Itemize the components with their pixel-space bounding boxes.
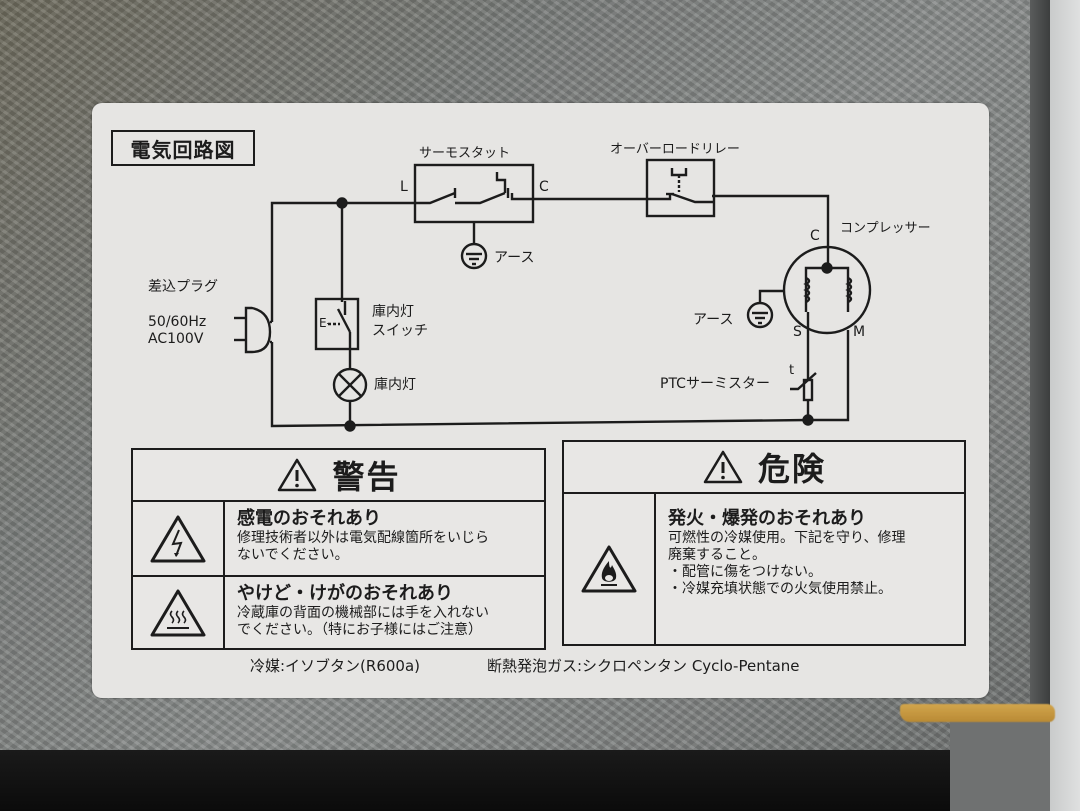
overload-relay-box bbox=[645, 158, 716, 218]
danger-item-body: 可燃性の冷媒使用。下記を守り、修理 bbox=[668, 530, 906, 546]
thermostat-label: サーモスタット bbox=[419, 146, 511, 161]
compressor-ground-label: アース bbox=[693, 312, 734, 328]
warning-panel: 警告 感電のおそれあり 修理技術者以外は電気配線箇所をいじら ないでください。 bbox=[131, 448, 546, 650]
ptc-symbol: t bbox=[789, 363, 795, 378]
lamp-switch-label-2: スイッチ bbox=[372, 323, 428, 339]
thermostat-box bbox=[413, 163, 535, 224]
lamp-label: 庫内灯 bbox=[374, 377, 416, 393]
plug-voltage: AC100V bbox=[148, 331, 204, 347]
icon-cell bbox=[564, 494, 656, 644]
warning-item-body: 修理技術者以外は電気配線箇所をいじら bbox=[237, 530, 489, 546]
compressor-terminal-c: C bbox=[810, 228, 820, 244]
panel-edge bbox=[1030, 0, 1050, 760]
warning-item-title: 感電のおそれあり bbox=[237, 508, 381, 529]
warning-title: 警告 bbox=[332, 458, 401, 496]
electric-shock-icon bbox=[150, 515, 206, 562]
danger-title: 危険 bbox=[757, 450, 826, 488]
thermostat-ground-label: アース bbox=[494, 250, 535, 266]
warning-item: やけど・けがのおそれあり 冷蔵庫の背面の機械部には手を入れない でください。（特… bbox=[133, 577, 544, 649]
plug-icon bbox=[244, 306, 272, 354]
refrigerant-info: 冷媒:イソブタン(R600a) bbox=[250, 657, 421, 675]
danger-header: 危険 bbox=[564, 442, 964, 494]
hot-surface-icon bbox=[150, 589, 206, 637]
icon-cell bbox=[133, 502, 225, 575]
lamp-switch-box bbox=[314, 297, 360, 351]
icon-cell bbox=[133, 577, 225, 649]
lamp-switch-label-1: 庫内灯 bbox=[372, 304, 414, 320]
warning-item-body: ないでください。 bbox=[237, 547, 349, 563]
flammable-icon bbox=[581, 545, 637, 593]
warning-triangle-icon bbox=[703, 450, 743, 484]
compressor-label: コンプレッサー bbox=[840, 221, 931, 236]
warning-item-body: 冷蔵庫の背面の機械部には手を入れない bbox=[237, 605, 489, 621]
diagram-title: 電気回路図 bbox=[111, 130, 255, 166]
ptc-label: PTCサーミスター bbox=[660, 376, 770, 392]
warning-item-title: やけど・けがのおそれあり bbox=[237, 583, 453, 604]
lamp-switch-symbol: E- bbox=[319, 316, 331, 330]
side-panel bbox=[1050, 0, 1080, 811]
danger-item-body: ・配管に傷をつけない。 bbox=[668, 564, 822, 580]
warning-triangle-icon bbox=[278, 458, 317, 492]
plug-frequency: 50/60Hz bbox=[148, 314, 207, 330]
floor-shadow bbox=[0, 750, 1050, 811]
warning-header: 警告 bbox=[133, 450, 544, 502]
danger-item-title: 発火・爆発のおそれあり bbox=[668, 508, 866, 529]
ground-icon bbox=[460, 242, 488, 270]
plug-label: 差込プラグ bbox=[148, 279, 218, 295]
warning-item: 感電のおそれあり 修理技術者以外は電気配線箇所をいじら ないでください。 bbox=[133, 502, 544, 577]
ground-icon bbox=[746, 301, 774, 329]
thermostat-terminal-c: C bbox=[539, 179, 549, 195]
foam-gas-info: 断熱発泡ガス:シクロペンタン Cyclo-Pentane bbox=[487, 657, 800, 675]
warning-item-body: でください。（特にお子様にはご注意） bbox=[237, 622, 482, 638]
lower-panel bbox=[950, 720, 1050, 811]
danger-item: 発火・爆発のおそれあり 可燃性の冷媒使用。下記を守り、修理 廃棄すること。 ・配… bbox=[564, 494, 964, 644]
danger-item-body: 廃棄すること。 bbox=[668, 547, 766, 563]
overload-relay-label: オーバーロードリレー bbox=[610, 142, 740, 157]
danger-panel: 危険 発火・爆発のおそれあり 可燃性の冷媒使用。下記を守り、修理 廃棄すること。… bbox=[562, 440, 966, 646]
danger-item-body: ・冷媒充填状態での火気使用禁止。 bbox=[668, 581, 892, 597]
compressor-terminal-m: M bbox=[853, 324, 866, 340]
thermostat-terminal-l: L bbox=[400, 179, 408, 195]
adhesive-tape bbox=[900, 704, 1055, 722]
compressor-terminal-s: S bbox=[793, 324, 802, 340]
